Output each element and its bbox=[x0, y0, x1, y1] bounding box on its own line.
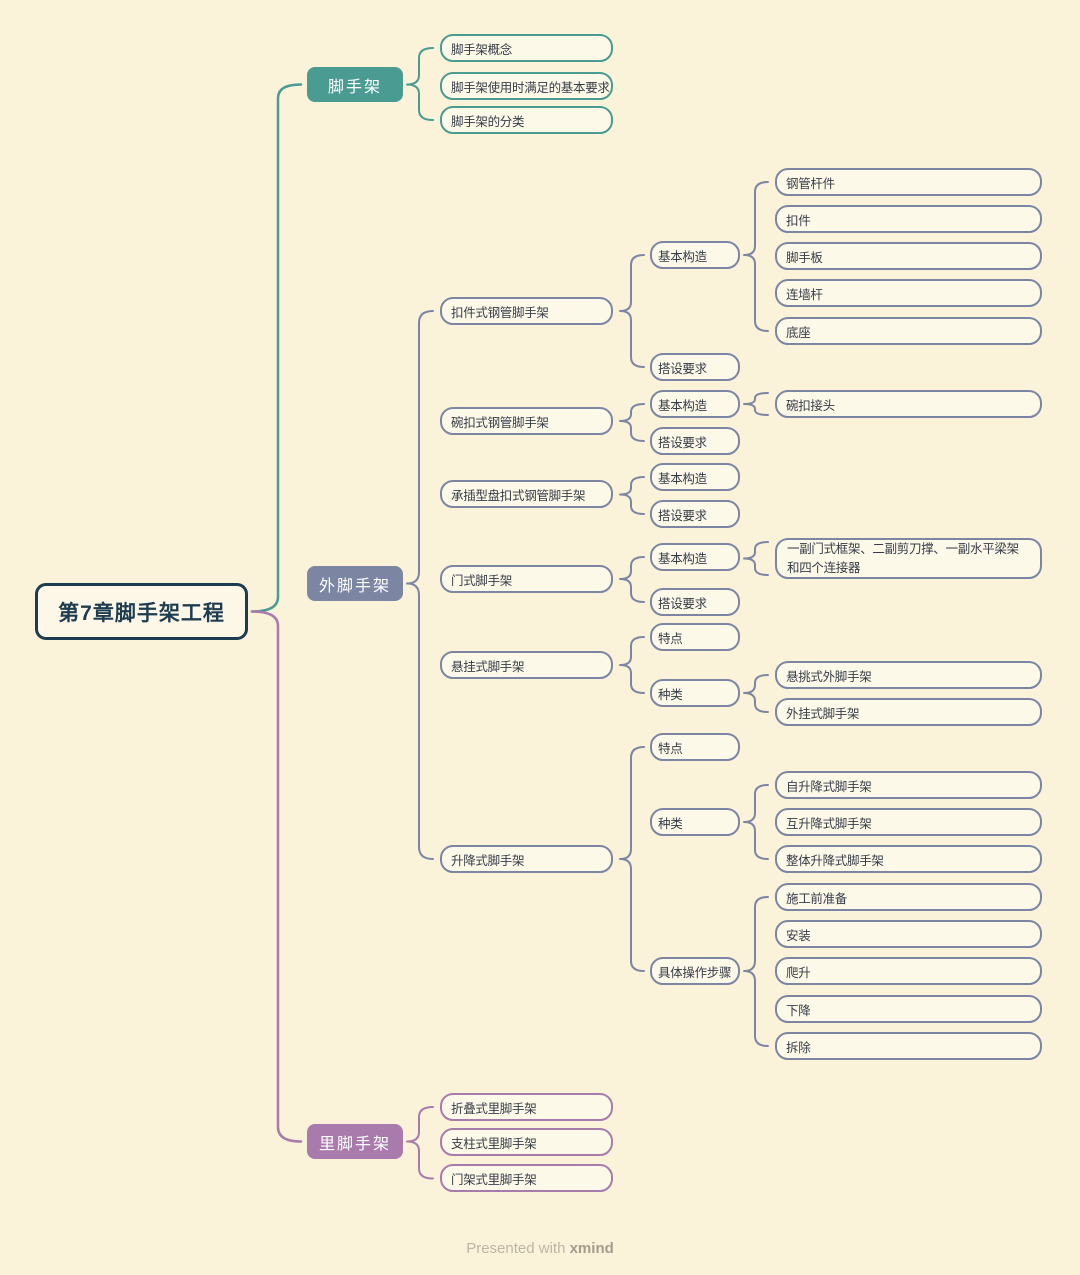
brace-lifting bbox=[619, 746, 645, 972]
node-pillar-inner-scaffold[interactable]: 支柱式里脚手架 bbox=[440, 1128, 613, 1156]
brace-socket-disc bbox=[619, 476, 645, 515]
node-suspended-types[interactable]: 种类 bbox=[650, 679, 740, 707]
node-overall-lifting-scaffold[interactable]: 整体升降式脚手架 bbox=[775, 845, 1042, 873]
node-descending[interactable]: 下降 bbox=[775, 995, 1042, 1023]
node-scaffold-classification[interactable]: 脚手架的分类 bbox=[440, 106, 613, 134]
node-lifting-types[interactable]: 种类 bbox=[650, 808, 740, 836]
brace-door-type bbox=[619, 556, 645, 603]
node-door-erection-req[interactable]: 搭设要求 bbox=[650, 588, 740, 616]
node-socket-basic-structure[interactable]: 基本构造 bbox=[650, 463, 740, 491]
node-dismantling[interactable]: 拆除 bbox=[775, 1032, 1042, 1060]
brace-inner-scaffold bbox=[406, 1106, 434, 1180]
brace-coupler bbox=[619, 254, 645, 368]
node-scaffold-basic-requirements[interactable]: 脚手架使用时满足的基本要求 bbox=[440, 72, 613, 100]
brace-outer-scaffold bbox=[406, 310, 434, 860]
brace-root-lower bbox=[250, 610, 303, 1143]
topic-outer-scaffold[interactable]: 外脚手架 bbox=[307, 566, 403, 601]
node-mutual-lifting-scaffold[interactable]: 互升降式脚手架 bbox=[775, 808, 1042, 836]
node-scaffold-concept[interactable]: 脚手架概念 bbox=[440, 34, 613, 62]
node-coupler-erection-req[interactable]: 搭设要求 bbox=[650, 353, 740, 381]
node-bowl-basic-structure[interactable]: 基本构造 bbox=[650, 390, 740, 418]
node-folding-inner-scaffold[interactable]: 折叠式里脚手架 bbox=[440, 1093, 613, 1121]
node-door-type-scaffold[interactable]: 门式脚手架 bbox=[440, 565, 613, 593]
brace-scaffold bbox=[406, 47, 434, 121]
node-lifting-scaffold[interactable]: 升降式脚手架 bbox=[440, 845, 613, 873]
node-base[interactable]: 底座 bbox=[775, 317, 1042, 345]
node-door-frame-components[interactable]: 一副门式框架、二副剪刀撑、一副水平梁架和四个连接器 bbox=[775, 538, 1042, 579]
node-suspended-scaffold[interactable]: 悬挂式脚手架 bbox=[440, 651, 613, 679]
node-cantilever-outer-scaffold[interactable]: 悬挑式外脚手架 bbox=[775, 661, 1042, 689]
watermark-brand: xmind bbox=[569, 1240, 614, 1257]
node-bowl-erection-req[interactable]: 搭设要求 bbox=[650, 427, 740, 455]
node-bowl-buckle-joint[interactable]: 碗扣接头 bbox=[775, 390, 1042, 418]
node-suspended-features[interactable]: 特点 bbox=[650, 623, 740, 651]
node-door-basic-structure[interactable]: 基本构造 bbox=[650, 543, 740, 571]
node-coupler-basic-structure[interactable]: 基本构造 bbox=[650, 241, 740, 269]
brace-operation-steps bbox=[743, 896, 769, 1047]
node-scaffold-boards[interactable]: 脚手板 bbox=[775, 242, 1042, 270]
topic-inner-scaffold[interactable]: 里脚手架 bbox=[307, 1124, 403, 1159]
brace-suspended-types bbox=[743, 674, 769, 713]
node-wall-ties[interactable]: 连墙杆 bbox=[775, 279, 1042, 307]
brace-bowl-structure bbox=[743, 392, 769, 416]
node-operation-steps[interactable]: 具体操作步骤 bbox=[650, 957, 740, 985]
watermark-prefix: Presented with bbox=[466, 1240, 570, 1257]
node-steel-pipe-members[interactable]: 钢管杆件 bbox=[775, 168, 1042, 196]
node-doorframe-inner-scaffold[interactable]: 门架式里脚手架 bbox=[440, 1164, 613, 1192]
node-coupler-steel-pipe-scaffold[interactable]: 扣件式钢管脚手架 bbox=[440, 297, 613, 325]
root-topic[interactable]: 第7章脚手架工程 bbox=[35, 583, 248, 640]
node-bowl-buckle-scaffold[interactable]: 碗扣式钢管脚手架 bbox=[440, 407, 613, 435]
brace-door-structure bbox=[743, 541, 769, 576]
node-self-lifting-scaffold[interactable]: 自升降式脚手架 bbox=[775, 771, 1042, 799]
node-socket-disc-buckle-scaffold[interactable]: 承插型盘扣式钢管脚手架 bbox=[440, 480, 613, 508]
node-couplers[interactable]: 扣件 bbox=[775, 205, 1042, 233]
node-climbing[interactable]: 爬升 bbox=[775, 957, 1042, 985]
node-lifting-features[interactable]: 特点 bbox=[650, 733, 740, 761]
brace-lifting-types bbox=[743, 784, 769, 860]
brace-root-upper bbox=[250, 83, 303, 613]
node-pre-construction-prep[interactable]: 施工前准备 bbox=[775, 883, 1042, 911]
brace-coupler-structure bbox=[743, 181, 769, 332]
node-installation[interactable]: 安装 bbox=[775, 920, 1042, 948]
node-socket-erection-req[interactable]: 搭设要求 bbox=[650, 500, 740, 528]
node-external-hanging-scaffold[interactable]: 外挂式脚手架 bbox=[775, 698, 1042, 726]
brace-bowl-buckle bbox=[619, 403, 645, 442]
topic-scaffold[interactable]: 脚手架 bbox=[307, 67, 403, 102]
xmind-watermark: Presented with xmind bbox=[0, 1240, 1080, 1257]
brace-suspended bbox=[619, 636, 645, 694]
